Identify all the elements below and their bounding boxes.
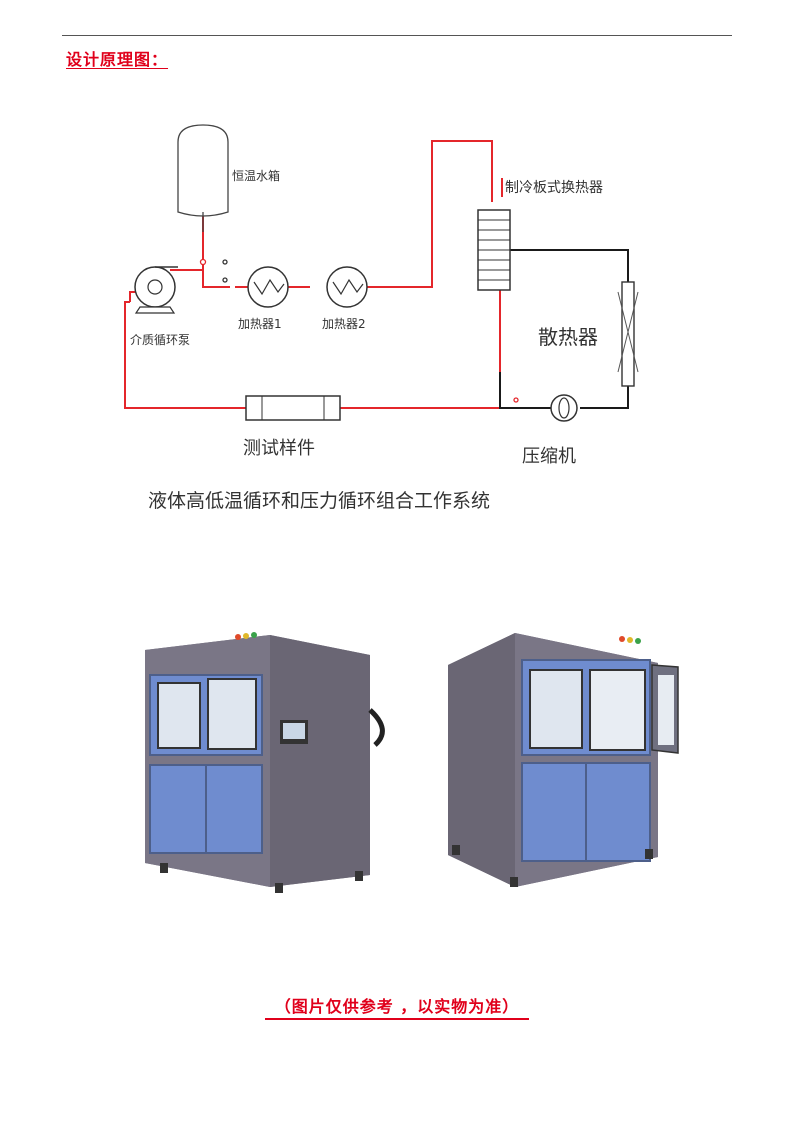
valve-markers	[199, 258, 519, 403]
diagram-caption: 液体高低温循环和压力循环组合工作系统	[148, 490, 490, 512]
pump-label: 介质循环泵	[130, 333, 190, 347]
heater-2	[326, 266, 368, 308]
radiator-label: 散热器	[538, 325, 598, 349]
equipment-photos	[145, 632, 679, 893]
water-tank	[177, 124, 229, 232]
machine-photo-left	[145, 632, 385, 893]
compressor	[550, 394, 578, 422]
exchanger-label: 制冷板式换热器	[505, 179, 603, 196]
section-heading: 设计原理图：	[66, 50, 169, 69]
heater2-label: 加热器2	[322, 317, 366, 331]
radiator	[617, 281, 639, 387]
heater-1	[247, 266, 289, 308]
sample-label: 测试样件	[243, 438, 315, 459]
tank-label: 恒温水箱	[232, 168, 280, 183]
disclaimer: （图片仅供参考 ，以实物为准）	[0, 993, 794, 1020]
heater1-label: 加热器1	[238, 317, 282, 331]
system-diagram: 恒温水箱 介质循环泵 加热器1 加热器2 制冷板式换热器	[124, 124, 639, 512]
top-rule	[62, 35, 732, 36]
machine-photo-right	[448, 633, 679, 887]
test-sample	[245, 395, 341, 421]
plate-heat-exchanger	[477, 209, 511, 291]
disclaimer-text: （图片仅供参考 ，以实物为准）	[264, 997, 530, 1020]
circulation-pump	[134, 266, 178, 314]
compressor-label: 压缩机	[522, 446, 576, 467]
